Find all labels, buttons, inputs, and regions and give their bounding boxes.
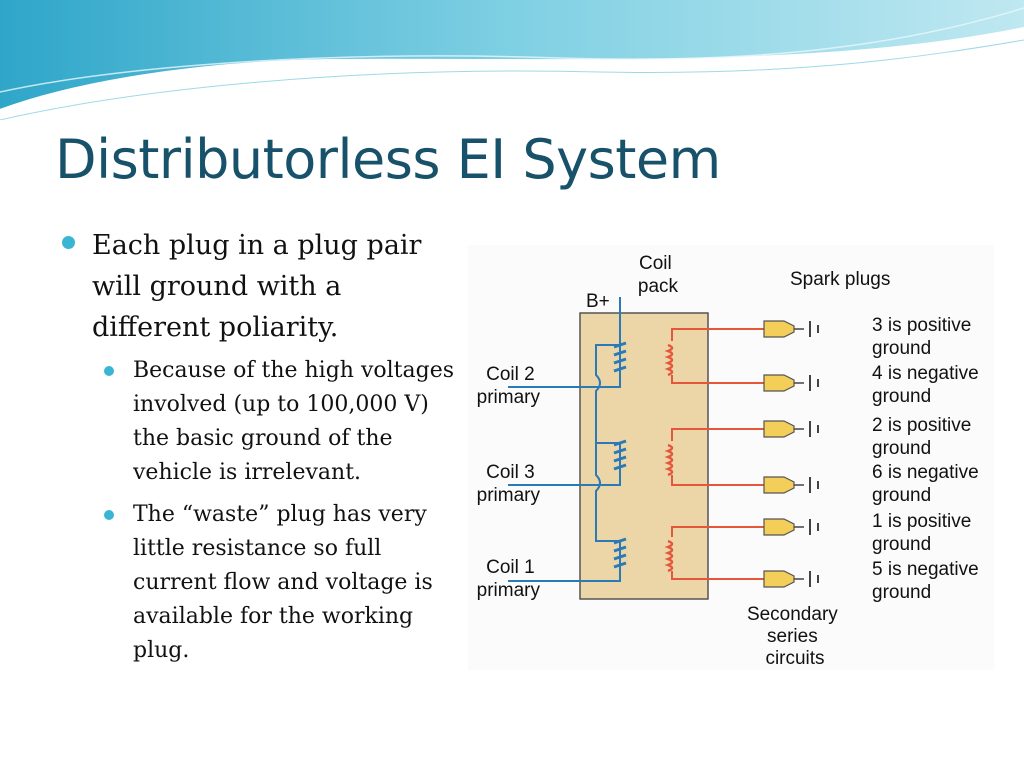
ground-label-line: ground bbox=[872, 534, 931, 555]
secondary-coil bbox=[664, 428, 764, 486]
ground-label: 6 is negative ground bbox=[872, 462, 984, 506]
ground-label-line: 2 is positive bbox=[872, 415, 971, 436]
secondary-circuits-label: Secondary series circuits bbox=[747, 604, 843, 669]
coil-primary-label-line: primary bbox=[477, 580, 541, 601]
secondary-circuits-label-line: circuits bbox=[765, 648, 824, 669]
ground-label: 2 is positive ground bbox=[872, 415, 977, 459]
ground-label-line: ground bbox=[872, 485, 931, 506]
ground-label: 5 is negative ground bbox=[872, 559, 984, 603]
coil-primary-label-line: primary bbox=[477, 485, 541, 506]
secondary-coil bbox=[664, 526, 764, 580]
coil-primary-label: Coil 3 primary bbox=[477, 462, 541, 506]
coil-primary-label-line: Coil 1 bbox=[486, 557, 535, 578]
bullet-dot-icon bbox=[62, 236, 75, 249]
ground-label-line: 3 is positive bbox=[872, 315, 971, 336]
coil-primary-label: Coil 1 primary bbox=[477, 557, 541, 601]
ground-label: 4 is negative ground bbox=[872, 363, 984, 407]
spark-plug-group bbox=[763, 320, 819, 588]
ground-label-line: 6 is negative bbox=[872, 462, 979, 483]
bullet-dot-icon bbox=[104, 366, 114, 376]
bplus-label: B+ bbox=[586, 291, 610, 312]
sub-bullet-text: The “waste” plug has very little resista… bbox=[133, 502, 433, 663]
ignition-diagram: Coil pack B+ Spark plugs Coil 2 primary … bbox=[468, 245, 994, 670]
spark-plug-icon bbox=[763, 320, 819, 338]
secondary-circuits-label-line: series bbox=[767, 626, 818, 647]
main-bullet-text: Each plug in a plug pair will ground wit… bbox=[92, 230, 422, 343]
spark-plug-icon bbox=[763, 420, 819, 438]
ground-label: 3 is positive ground bbox=[872, 315, 977, 359]
spark-plug-icon bbox=[763, 476, 819, 494]
coil-primary-label: Coil 2 primary bbox=[477, 364, 541, 408]
ground-label-line: 5 is negative bbox=[872, 559, 979, 580]
spark-plug-icon bbox=[763, 570, 819, 588]
ground-label-line: 4 is negative bbox=[872, 363, 979, 384]
coil-pack-label-line: pack bbox=[638, 276, 679, 297]
secondary-circuits-label-line: Secondary bbox=[747, 604, 838, 625]
coil-pack-box bbox=[579, 312, 709, 600]
sub-bullet: The “waste” plug has very little resista… bbox=[104, 498, 462, 668]
primary-coil bbox=[568, 341, 627, 388]
spark-plugs-label: Spark plugs bbox=[790, 269, 890, 290]
coil-primary-label-line: Coil 2 bbox=[486, 364, 535, 385]
primary-coil bbox=[568, 439, 627, 486]
main-bullet: Each plug in a plug pair will ground wit… bbox=[62, 225, 462, 348]
header-wave-decoration bbox=[0, 0, 1024, 120]
ground-label-line: ground bbox=[872, 338, 931, 359]
ground-label-line: ground bbox=[872, 438, 931, 459]
sub-bullet-list: Because of the high voltages involved (u… bbox=[104, 354, 462, 668]
bullet-dot-icon bbox=[104, 510, 114, 520]
bullet-list: Each plug in a plug pair will ground wit… bbox=[62, 225, 462, 676]
secondary-coil bbox=[664, 328, 764, 384]
ground-label-line: ground bbox=[872, 386, 931, 407]
coil-primary-label-line: Coil 3 bbox=[486, 462, 535, 483]
ground-label: 1 is positive ground bbox=[872, 511, 977, 555]
spark-plug-icon bbox=[763, 518, 819, 536]
ground-label-line: 1 is positive bbox=[872, 511, 971, 532]
ground-label-line: ground bbox=[872, 582, 931, 603]
primary-coil bbox=[568, 537, 627, 582]
coil-pack-label-line: Coil bbox=[639, 253, 672, 274]
sub-bullet: Because of the high voltages involved (u… bbox=[104, 354, 462, 490]
spark-plug-icon bbox=[763, 374, 819, 392]
sub-bullet-text: Because of the high voltages involved (u… bbox=[133, 358, 455, 485]
slide-title: Distributorless EI System bbox=[55, 128, 721, 191]
coil-pack-label: Coil pack bbox=[638, 253, 679, 297]
coil-primary-label-line: primary bbox=[477, 387, 541, 408]
